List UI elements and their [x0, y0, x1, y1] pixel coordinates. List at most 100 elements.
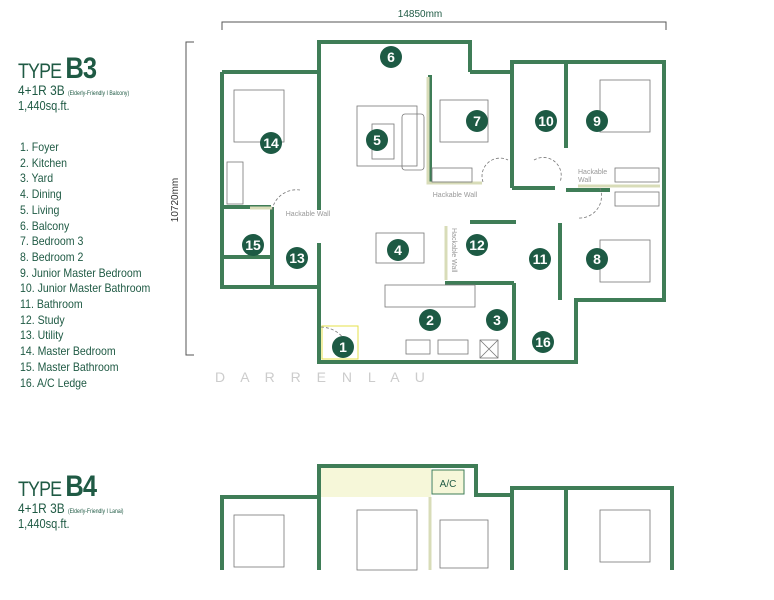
room-badge-11: [529, 248, 551, 270]
room-badge-13: [286, 247, 308, 269]
walls: [220, 464, 674, 570]
legend-item: 15. Master Bathroom: [20, 359, 119, 374]
room-badge-number: 16: [535, 334, 551, 350]
b4-config: 4+1R 3B (Elderly-Friendly I Lanai): [18, 500, 124, 516]
room-badge-number: 15: [245, 237, 261, 253]
furniture: [233, 509, 651, 571]
room-badge-5: [366, 129, 388, 151]
legend-item: 4. Dining: [20, 187, 62, 202]
room-badge-number: 12: [469, 237, 485, 253]
foyer-mat: [321, 325, 359, 360]
config: 4+1R 3B: [18, 500, 65, 516]
living-rug: [356, 105, 418, 167]
room-badge-9: [586, 110, 608, 132]
room-badge-number: 6: [387, 49, 395, 65]
room-badge-2: [419, 309, 441, 331]
room-badge-12: [466, 234, 488, 256]
b4-area: 1,440sq.ft.: [18, 516, 70, 531]
room-badge-number: 3: [493, 312, 501, 328]
room-badge-number: 7: [473, 113, 481, 129]
depth-dimension: 10720mm: [170, 178, 181, 222]
b4-type-title: TYPE B4: [18, 470, 97, 504]
hackable-wall-label: Wall: [578, 177, 592, 184]
room-badge-3: [486, 309, 508, 331]
type-code: B4: [65, 470, 97, 503]
b3-floor-plan: Hackable Wall Hackable Wall Hackable Wal…: [215, 40, 666, 385]
room-badge-7: [466, 110, 488, 132]
width-dimension-line: [221, 21, 667, 30]
room-badge-number: 8: [593, 251, 601, 267]
legend-item: 1. Foyer: [20, 140, 59, 154]
room-badge-14: [260, 132, 282, 154]
dining-table: [375, 232, 425, 264]
room-badge-15: [242, 234, 264, 256]
legend-item: 6. Balcony: [20, 218, 70, 233]
room-badge-number: 4: [394, 242, 402, 258]
room-badge-number: 13: [289, 250, 305, 266]
b3-header: TYPE B3 4+1R 3B (Elderly-Friendly I Balc…: [18, 52, 149, 113]
lanai-area: [321, 467, 431, 497]
room-badge-16: [532, 331, 554, 353]
bed-9: [599, 79, 651, 133]
config-note: (Elderly-Friendly I Balcony): [67, 91, 130, 97]
wardrobe-9: [614, 167, 660, 183]
room-badge-4: [387, 239, 409, 261]
hackable-wall-label: Hackable Wall: [433, 192, 478, 199]
b3-config: 4+1R 3B (Elderly-Friendly I Balcony): [18, 82, 129, 98]
wardrobe-8: [614, 191, 660, 207]
config: 4+1R 3B: [18, 82, 65, 98]
hackable-wall-label: Hackable: [578, 169, 607, 176]
kitchen-island: [384, 284, 476, 308]
legend-item: 11. Bathroom: [20, 297, 83, 312]
room-badge-8: [586, 248, 608, 270]
room-badge-number: 14: [263, 135, 279, 151]
room-badge-6: [380, 46, 402, 68]
legend-item: 7. Bedroom 3: [20, 234, 84, 249]
legend-item: 10. Junior Master Bathroom: [20, 281, 151, 296]
room-badge-number: 1: [339, 339, 347, 355]
b3-area: 1,440sq.ft.: [18, 98, 70, 113]
dimension-lines: [185, 21, 667, 356]
ac-label: A/C: [440, 479, 457, 490]
sink: [437, 339, 469, 355]
ac-ledge: [431, 469, 465, 495]
legend-item: 13. Utility: [20, 328, 64, 343]
legend-item: 3. Yard: [20, 171, 54, 186]
legend-item: 9. Junior Master Bedroom: [20, 265, 142, 280]
legend-item: 8. Bedroom 2: [20, 249, 84, 264]
b4-floor-plan: A/C: [220, 464, 674, 571]
furniture: [226, 79, 660, 359]
room-badge-number: 10: [538, 113, 554, 129]
walls: [220, 40, 666, 364]
depth-dimension-line: [185, 41, 194, 356]
room-badge-1: [332, 336, 354, 358]
type-code: B3: [65, 52, 97, 85]
b3-type-title: TYPE B3: [18, 52, 97, 86]
sofa: [401, 113, 425, 171]
b4-header: TYPE B4 4+1R 3B (Elderly-Friendly I Lana…: [18, 470, 142, 531]
type-prefix: TYPE: [18, 478, 62, 501]
watermark: D A R R E N L A U: [215, 369, 431, 385]
yard-box: [479, 339, 499, 359]
hackable-wall-label: Hackable Wall: [450, 228, 457, 273]
width-dimension: 14850mm: [398, 9, 442, 20]
stove: [405, 339, 431, 355]
bed-14: [233, 89, 285, 143]
legend-item: 16. A/C Ledge: [20, 375, 87, 390]
legend-item: 5. Living: [20, 202, 60, 217]
legend-item: 2. Kitchen: [20, 155, 67, 170]
room-badge-number: 5: [373, 132, 381, 148]
type-prefix: TYPE: [18, 60, 62, 83]
room-badge-number: 11: [533, 251, 548, 267]
legend-item: 12. Study: [20, 312, 65, 327]
room-badge-number: 2: [426, 312, 434, 328]
wardrobe-7: [431, 167, 473, 183]
hackable-walls: [250, 77, 660, 280]
room-badge-number: 9: [593, 113, 601, 129]
room-badge-10: [535, 110, 557, 132]
config-note: (Elderly-Friendly I Lanai): [67, 509, 124, 515]
hackable-wall-label: Hackable Wall: [286, 211, 331, 218]
